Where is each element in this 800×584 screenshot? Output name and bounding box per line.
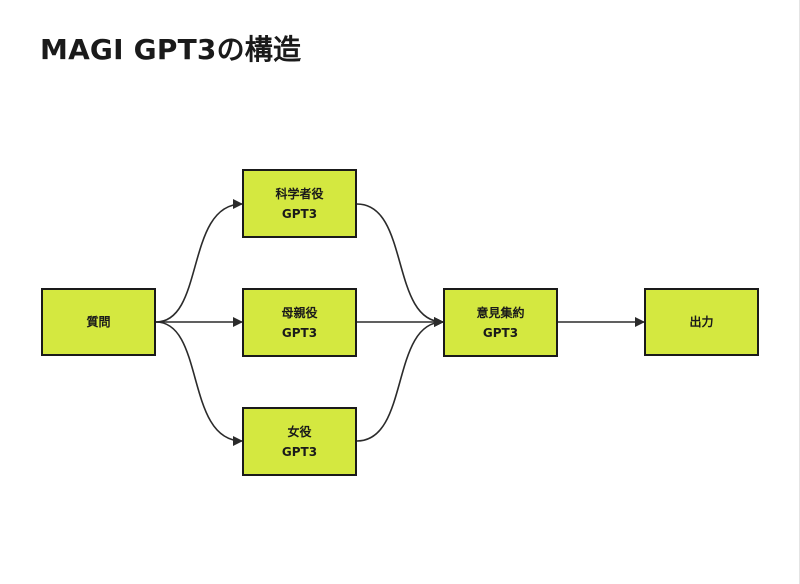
node-woman: 女役 GPT3 xyxy=(242,407,357,476)
node-output: 出力 xyxy=(644,288,759,356)
edge-question-to-scientist xyxy=(155,199,243,323)
edge-question-to-woman xyxy=(155,321,243,446)
node-scientist: 科学者役 GPT3 xyxy=(242,169,357,238)
node-question: 質問 xyxy=(41,288,156,356)
edge-scientist-to-aggregate xyxy=(356,203,444,327)
node-woman-model: GPT3 xyxy=(281,444,318,459)
node-mother-model: GPT3 xyxy=(281,325,318,340)
node-woman-label: 女役 xyxy=(287,424,312,439)
node-question-label: 質問 xyxy=(86,315,111,329)
node-mother: 母親役 GPT3 xyxy=(242,288,357,357)
node-scientist-model: GPT3 xyxy=(281,206,318,221)
node-mother-label: 母親役 xyxy=(281,305,318,320)
node-output-label: 出力 xyxy=(689,315,714,329)
node-aggregate-model: GPT3 xyxy=(482,325,519,340)
page-title: MAGI GPT3の構造 xyxy=(40,33,302,66)
edge-woman-to-aggregate xyxy=(356,317,444,442)
node-scientist-label: 科学者役 xyxy=(275,186,324,201)
node-aggregate: 意見集約 GPT3 xyxy=(443,288,558,357)
node-aggregate-label: 意見集約 xyxy=(476,305,525,320)
